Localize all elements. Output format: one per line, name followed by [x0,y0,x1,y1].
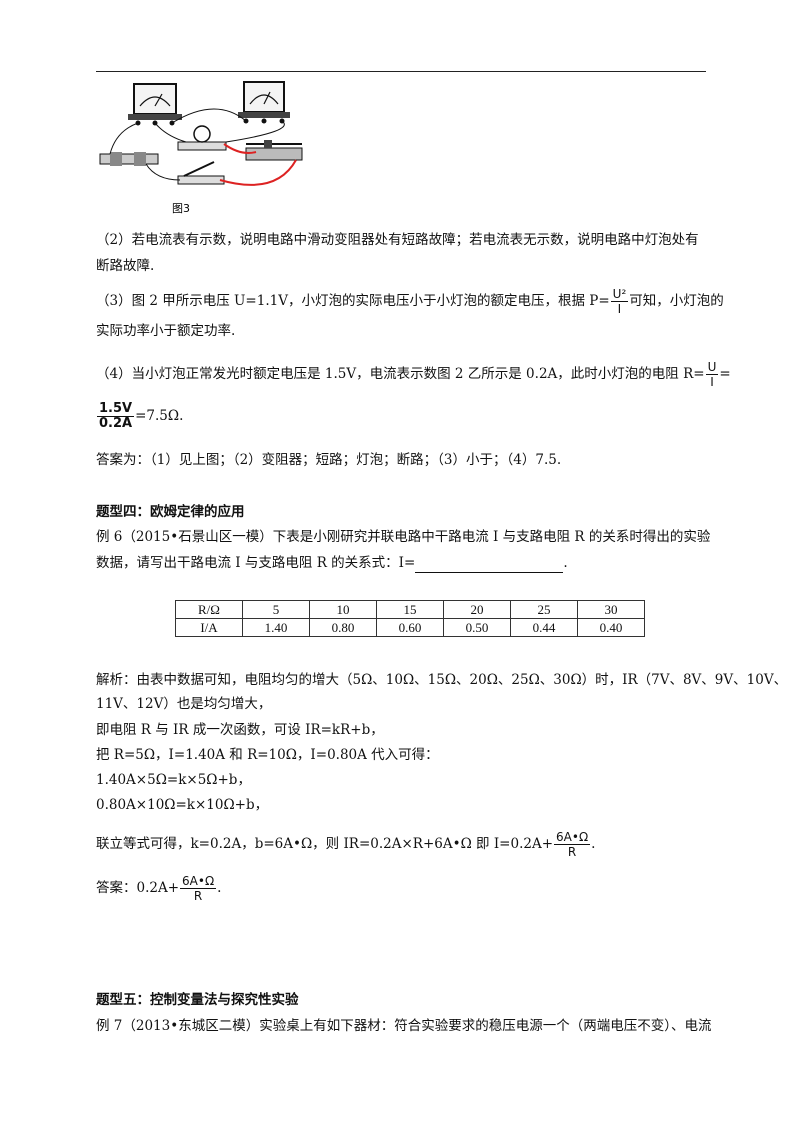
part3-post: 可知，小灯泡的 [629,293,724,309]
part3-line1: （3）图 2 甲所示电压 U=1.1V，小灯泡的实际电压小于小灯泡的额定电压，根… [96,287,724,316]
fraction-numerator: U² [610,287,629,302]
section5-title: 题型五：控制变量法与探究性实验 [96,992,299,1008]
question6-line2: 数据，请写出干路电流 I 与支路电阻 R 的关系式：I=. [96,553,708,573]
fraction-numerator: 6A•Ω [180,874,217,889]
voltmeter-icon [238,81,290,124]
table-cell: I/A [175,618,243,637]
solve-text: 联立等式可得，k=0.2A，b=6A•Ω，则 IR=0.2A×R+6A•Ω 即 … [96,836,554,852]
answer6-text: 答案：0.2A+ [96,880,180,896]
question6-end: . [563,555,568,571]
table-cell: 0.40 [577,618,645,637]
analysis-line: 解析：由表中数据可知，电阻均匀的增大（5Ω、10Ω、15Ω、20Ω、25Ω、30… [96,672,788,688]
analysis-line: 即电阻 R 与 IR 成一次函数，可设 IR=kR+b， [96,722,384,738]
fraction-denominator: I [710,375,714,389]
answer-line: 答案为：（1）见上图；（2）变阻器；短路；灯泡；断路；（3）小于；（4）7.5. [96,452,562,468]
table-cell: 30 [577,600,645,619]
part3-line2: 实际功率小于额定功率. [96,323,236,339]
table-cell: 0.80 [309,618,377,637]
section4-title: 题型四：欧姆定律的应用 [96,504,245,520]
rheostat-icon [245,140,303,161]
table-cell: 0.44 [510,618,578,637]
answer6-end: . [217,880,222,896]
table-cell: 15 [376,600,444,619]
table-cell: 1.40 [242,618,310,637]
analysis-line: 把 R=5Ω，I=1.40A 和 R=10Ω，I=0.80A 代入可得： [96,747,439,763]
fraction-numerator: U [705,360,719,375]
data-table: R/Ω 5 10 15 20 25 30 I/A 1.40 0.80 0.60 … [175,600,645,637]
table-cell: 20 [443,600,511,619]
battery-icon [99,152,159,166]
table-row: R/Ω 5 10 15 20 25 30 [175,600,645,619]
question6-line1: 例 6（2015•石景山区一模）下表是小刚研究并联电路中干路电流 I 与支路电阻… [96,529,711,545]
fraction-denominator: 0.2A [99,416,133,431]
fraction-numerator: 6A•Ω [554,830,591,845]
fraction-numerator: 1.5V [97,401,135,417]
switch-icon [177,161,225,185]
solve-line: 联立等式可得，k=0.2A，b=6A•Ω，则 IR=0.2A×R+6A•Ω 即 … [96,830,708,859]
table-cell: 10 [309,600,377,619]
figure-caption: 图3 [172,202,190,215]
part4-result: =7.5Ω. [135,408,184,424]
analysis-line: 1.40A×5Ω=k×5Ω+b， [96,772,251,788]
table-cell: 25 [510,600,578,619]
bulb-icon [177,125,227,151]
part2-line2: 断路故障. [96,258,155,274]
analysis-line: 11V、12V）也是均匀增大， [96,696,272,712]
question7-line1: 例 7（2013•东城区二模）实验桌上有如下器材：符合实验要求的稳压电源一个（两… [96,1018,712,1034]
analysis-line: 0.80A×10Ω=k×10Ω+b， [96,797,269,813]
part4-pre: （4）当小灯泡正常发光时额定电压是 1.5V，电流表示数图 2 乙所示是 0.2… [96,366,705,382]
solve-end: . [591,836,596,852]
ammeter-icon [128,83,182,126]
part2-line1: （2）若电流表有示数，说明电路中滑动变阻器处有短路故障；若电流表无示数，说明电路… [96,232,699,248]
question6-text: 数据，请写出干路电流 I 与支路电阻 R 的关系式：I= [96,555,416,571]
circuit-figure: 图3 [99,81,303,215]
table-cell: 5 [242,600,310,619]
fraction-denominator: R [193,889,203,903]
part3-pre: （3）图 2 甲所示电压 U=1.1V，小灯泡的实际电压小于小灯泡的额定电压，根… [96,293,610,309]
part4-line1: （4）当小灯泡正常发光时额定电压是 1.5V，电流表示数图 2 乙所示是 0.2… [96,360,731,389]
table-cell: R/Ω [175,600,243,619]
fraction-denominator: R [567,845,577,859]
answer-blank [415,558,564,573]
header-rule [96,71,706,72]
part4-post: = [719,366,731,382]
fraction-denominator: I [617,302,622,316]
table-row: I/A 1.40 0.80 0.60 0.50 0.44 0.40 [175,618,645,637]
table-cell: 0.60 [376,618,444,637]
table-cell: 0.50 [443,618,511,637]
